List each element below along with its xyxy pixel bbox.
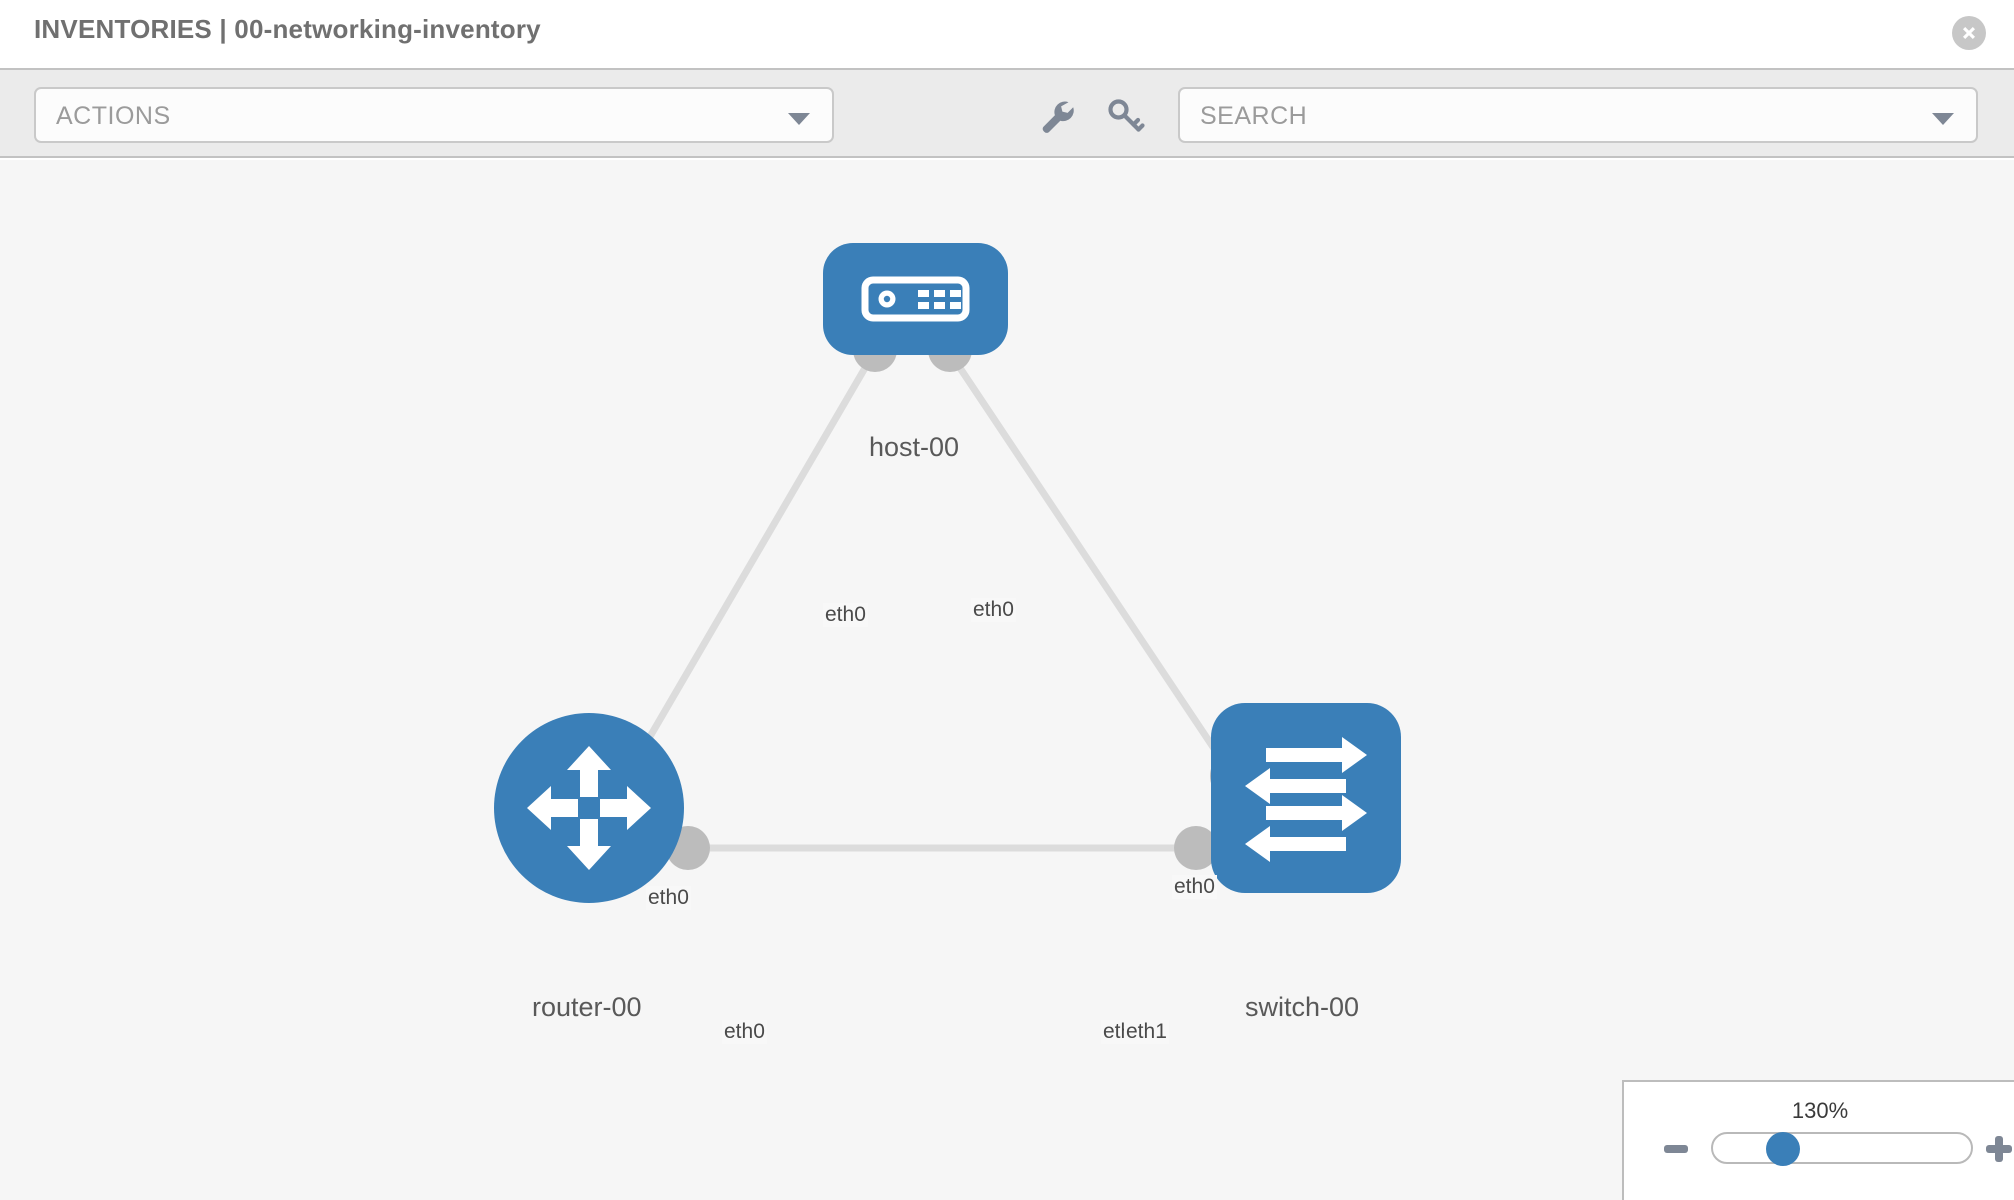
iface-label-switch00-eth1: eth1 [1124, 1020, 1169, 1044]
switch-arrows-icon [1245, 737, 1367, 862]
actions-dropdown-label: ACTIONS [56, 102, 171, 130]
zoom-slider-track[interactable] [1711, 1132, 1973, 1164]
node-label-router-00: router-00 [530, 992, 644, 1023]
router-arrows-icon [527, 746, 651, 870]
chevron-down-icon[interactable] [1932, 113, 1954, 125]
topology-node-switch-00[interactable] [1211, 703, 1401, 893]
interface-connectors [666, 328, 1262, 870]
actions-dropdown[interactable]: ACTIONS [34, 87, 834, 143]
node-label-host-00: host-00 [867, 432, 962, 463]
host-node-body [823, 243, 1008, 355]
iface-label-host00-left: eth0 [823, 603, 868, 627]
connector-switch00-eth1 [1174, 826, 1218, 870]
toolbar: ACTIONS SEARCH [0, 68, 2014, 158]
iface-label-router00-uplink: eth0 [646, 886, 691, 910]
zoom-slider-thumb[interactable] [1766, 1132, 1800, 1166]
iface-label-host00-right: eth0 [971, 598, 1016, 622]
edge-host00-switch00 [949, 354, 1238, 782]
topology-node-router-00[interactable] [494, 713, 684, 903]
edge-host00-router00 [616, 354, 876, 790]
edge-lines [616, 354, 1238, 852]
iface-label-switch00-uplink: eth0 [1172, 875, 1217, 899]
switch-node-body [1211, 703, 1401, 893]
key-icon[interactable] [1103, 94, 1147, 138]
search-input[interactable]: SEARCH [1178, 87, 1978, 143]
topology-node-host-00[interactable] [823, 243, 1008, 355]
close-icon[interactable] [1952, 16, 1986, 50]
chevron-down-icon [788, 113, 810, 125]
zoom-control-panel: 130% [1622, 1080, 2014, 1200]
zoom-out-button[interactable] [1664, 1145, 1688, 1153]
wrench-icon[interactable] [1035, 94, 1079, 138]
zoom-percent-label: 130% [1791, 1098, 1849, 1123]
topology-canvas[interactable]: host-00 router-00 switch-00 eth0 eth0 et… [0, 160, 2014, 1200]
node-label-switch-00: switch-00 [1243, 992, 1362, 1023]
page-header: INVENTORIES | 00-networking-inventory [0, 0, 2014, 68]
zoom-in-button-vertical[interactable] [1995, 1136, 2003, 1162]
search-placeholder: SEARCH [1200, 102, 1308, 130]
router-node-body [494, 713, 684, 903]
server-icon [861, 276, 970, 322]
page-title: INVENTORIES | 00-networking-inventory [34, 14, 541, 44]
iface-label-router00-eth0: eth0 [722, 1020, 767, 1044]
